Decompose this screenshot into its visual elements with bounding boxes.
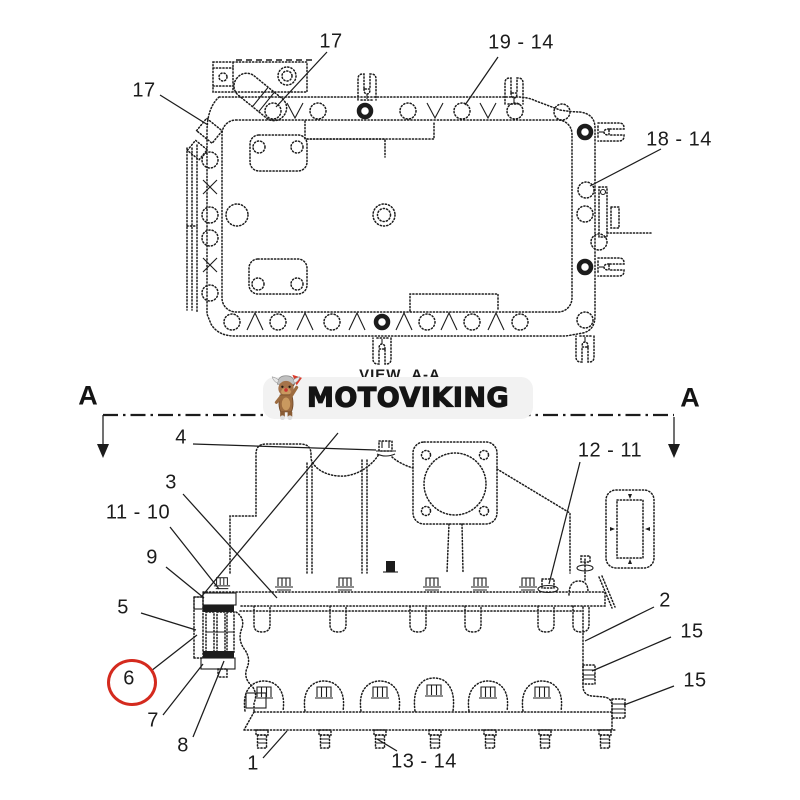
- callout-5: 5: [117, 596, 129, 619]
- red-highlight-circle: [107, 659, 157, 706]
- section-letter-a-right: A: [680, 382, 700, 413]
- callout-3: 3: [165, 471, 177, 494]
- callout-19-14: 19 - 14: [488, 31, 554, 54]
- callout-17-plug: 17: [132, 79, 156, 102]
- callout-7: 7: [147, 709, 159, 732]
- watermark-band: MOTOVIKING: [263, 374, 533, 421]
- callout-9: 9: [146, 546, 158, 569]
- callout-1: 1: [247, 752, 259, 775]
- callout-15-lower: 15: [683, 669, 707, 692]
- callout-4: 4: [175, 426, 187, 449]
- callout-12-11: 12 - 11: [577, 439, 643, 462]
- bottom-view-linework: [140, 432, 675, 759]
- callout-17-hole: 17: [319, 30, 343, 53]
- watermark-brand-text: MOTOVIKING: [306, 382, 510, 414]
- callout-13-14: 13 - 14: [391, 750, 457, 773]
- section-letter-a-left: A: [78, 380, 98, 411]
- callout-18-14: 18 - 14: [646, 128, 712, 151]
- callout-8: 8: [177, 734, 189, 757]
- motoviking-viking-dog-logo-icon: [271, 374, 302, 421]
- callout-2: 2: [659, 589, 671, 612]
- callout-15-upper: 15: [680, 620, 704, 643]
- top-view-linework: [159, 51, 662, 365]
- callout-11-10: 11 - 10: [105, 501, 171, 524]
